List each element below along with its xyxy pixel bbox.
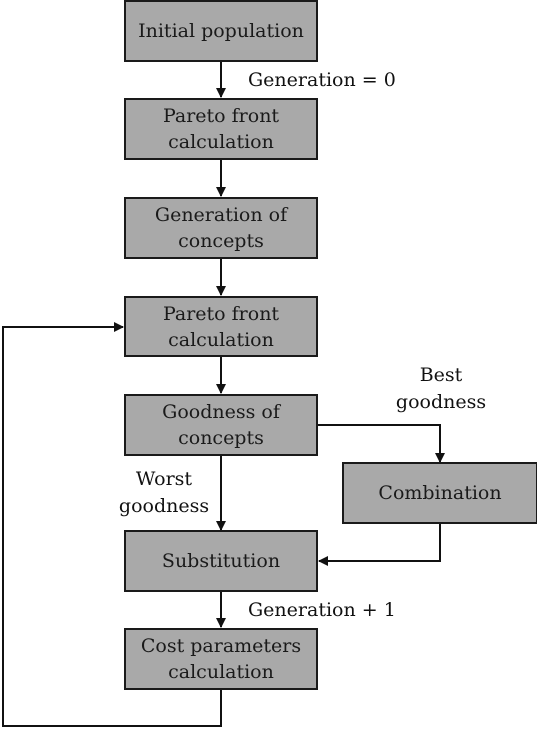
arrow-feedback-loop	[2, 322, 222, 727]
initial-population-box: Initial population	[124, 0, 318, 62]
generation-zero-label: Generation = 0	[248, 69, 396, 91]
combination-box: Combination	[342, 462, 537, 524]
worst-goodness-label: Worst goodness	[118, 468, 210, 517]
best-goodness-label: Best goodness	[395, 364, 487, 413]
generation-of-concepts-box: Generation of concepts	[124, 197, 318, 259]
arrow-combination-to-substitution	[318, 523, 441, 566]
cost-parameters-box: Cost parameters calculation	[124, 628, 318, 690]
goodness-of-concepts-box: Goodness of concepts	[124, 394, 318, 456]
substitution-box: Substitution	[124, 530, 318, 592]
pareto-front-box-2: Pareto front calculation	[124, 296, 318, 357]
pareto-front-box-1: Pareto front calculation	[124, 98, 318, 160]
arrow-goodness-to-combination	[318, 424, 445, 463]
generation-plus-one-label: Generation + 1	[248, 599, 396, 621]
